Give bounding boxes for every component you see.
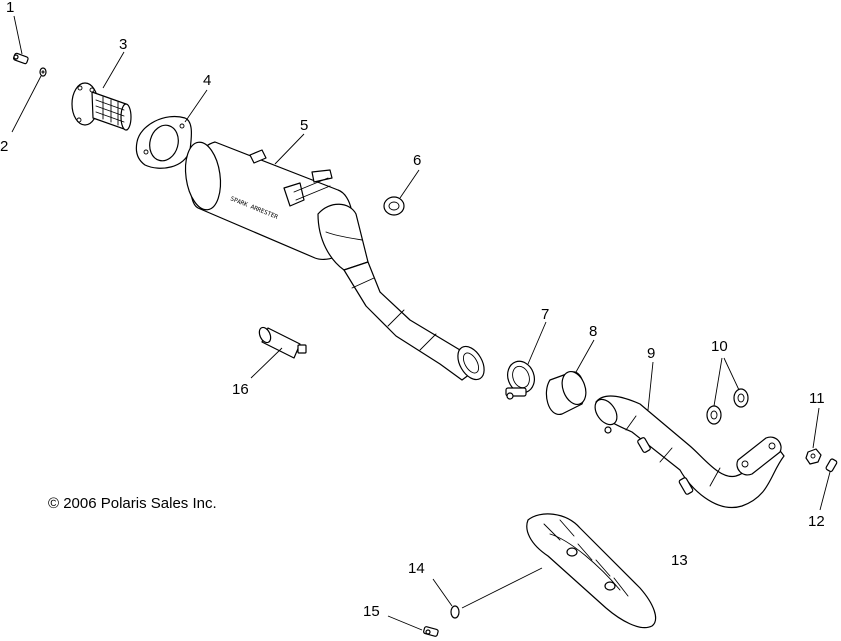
part-13-heat-shield [526, 513, 657, 629]
callout-3: 3 [119, 36, 127, 53]
callout-14: 14 [408, 560, 425, 577]
callout-15: 15 [363, 603, 380, 620]
part-6-grommet [383, 196, 405, 216]
part-15-screw [423, 626, 439, 637]
part-7-clamp [505, 360, 535, 400]
part-8-seal [545, 370, 587, 415]
part-5-muffler: SPARK ARRESTER [184, 141, 485, 381]
callout-4: 4 [203, 72, 211, 89]
callout-13: 13 [671, 552, 688, 569]
callout-6: 6 [413, 152, 421, 169]
callout-8: 8 [589, 323, 597, 340]
part-3-end-cap [71, 82, 132, 131]
callout-11: 11 [809, 390, 825, 407]
callout-1: 1 [6, 0, 14, 16]
callout-2: 2 [0, 138, 8, 155]
callout-9: 9 [647, 345, 655, 362]
callout-10: 10 [711, 338, 728, 355]
callout-7: 7 [541, 306, 549, 323]
part-10-gaskets [706, 388, 749, 425]
callout-labels: 1 2 3 4 5 6 7 8 9 10 11 12 13 14 15 16 [0, 0, 825, 620]
callout-16: 16 [232, 381, 249, 398]
part-1-screw [13, 52, 29, 65]
copyright-text: © 2006 Polaris Sales Inc. [48, 495, 217, 512]
part-9-head-pipe [594, 395, 785, 509]
leader-lines [11, 15, 831, 631]
part-14-washer [450, 605, 460, 619]
part-2-washer [39, 67, 47, 77]
part-11-nut [805, 448, 822, 465]
part-4-gasket [135, 116, 193, 169]
callout-12: 12 [808, 513, 825, 530]
callout-5: 5 [300, 117, 308, 134]
part-16-spring [258, 326, 307, 359]
part-12-stud [825, 458, 838, 473]
